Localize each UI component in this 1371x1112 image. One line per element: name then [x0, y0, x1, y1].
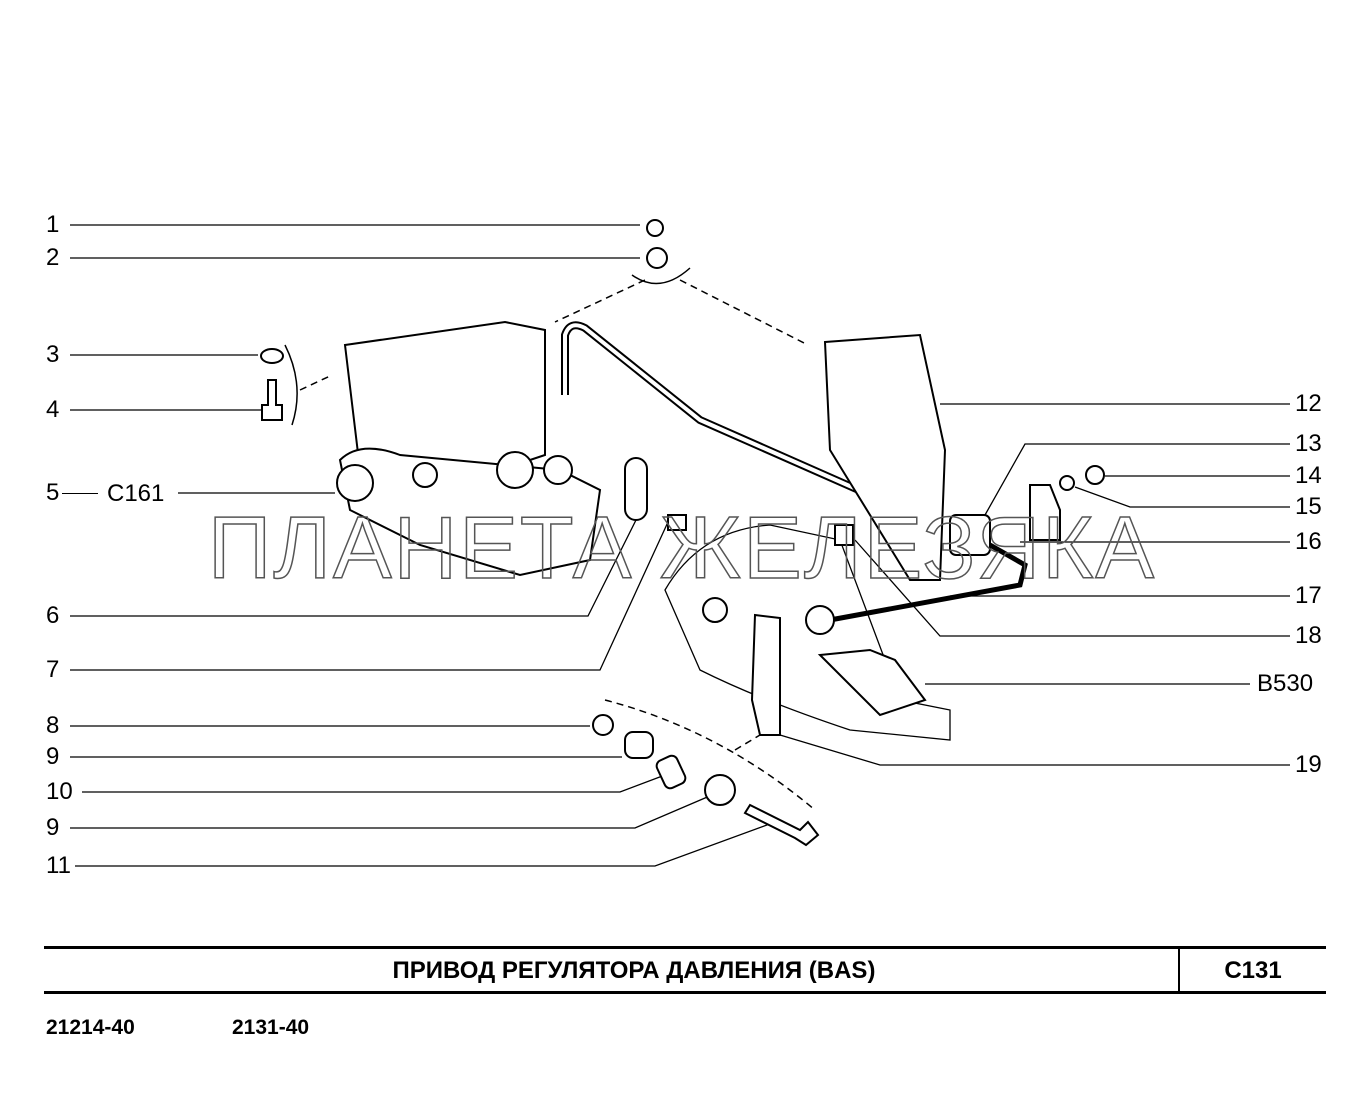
drawing-parts [260, 219, 1105, 847]
callout-7: 7 [46, 656, 60, 683]
bushing-9 [624, 731, 654, 759]
lever-19 [750, 613, 781, 736]
bracket-right-12 [823, 333, 947, 581]
callout-3: 3 [46, 341, 60, 368]
callout-16: 16 [1295, 528, 1322, 555]
rod-inner [563, 323, 871, 497]
callout-12: 12 [1295, 390, 1322, 417]
bolt-18 [834, 524, 854, 546]
callout-4: 4 [46, 396, 60, 423]
model-code-2: 2131-40 [232, 1016, 310, 1039]
watermark: ПЛАНЕТА ЖЕЛЕЗЯКА [208, 498, 1156, 597]
bolt-4 [261, 379, 283, 421]
callout-6: 6 [46, 602, 60, 629]
callout-15: 15 [1295, 493, 1322, 520]
callout-11: 11 [46, 852, 71, 879]
bolt-7 [667, 514, 687, 531]
callout-5-dash [62, 493, 98, 494]
bushing-9b [704, 774, 736, 806]
callout-9: 9 [46, 743, 60, 770]
page-code: C131 [1178, 949, 1326, 991]
washer-15 [1059, 475, 1075, 491]
callout-8: 8 [46, 712, 60, 739]
callout-5: 5 [46, 479, 60, 506]
callout-14: 14 [1295, 462, 1322, 489]
ref-c161: C161 [107, 480, 165, 507]
callout-9b: 9 [46, 814, 60, 841]
callout-13: 13 [1295, 430, 1322, 457]
regulator-5 [338, 447, 602, 577]
washer-1 [646, 219, 664, 237]
bushing-18a [805, 605, 835, 635]
rod-17 [829, 542, 1028, 623]
page-title: ПРИВОД РЕГУЛЯТОРА ДАВЛЕНИЯ (BAS) [392, 957, 876, 984]
link-6 [624, 457, 648, 521]
callout-b530: B530 [1257, 670, 1314, 697]
nut-14 [1085, 465, 1105, 485]
clamp-16 [1029, 484, 1061, 541]
title-block: ПРИВОД РЕГУЛЯТОРА ДАВЛЕНИЯ (BAS) C131 [44, 946, 1326, 994]
bushing-13 [949, 514, 991, 556]
callout-2: 2 [46, 244, 60, 271]
bracket-b530 [817, 648, 927, 717]
leader-lines [70, 224, 1290, 867]
callout-1: 1 [46, 211, 60, 238]
callout-19: 19 [1295, 751, 1322, 778]
nut-8 [592, 714, 614, 736]
washer-3 [260, 348, 284, 364]
dashed-arrows [284, 267, 816, 811]
callout-17: 17 [1295, 582, 1322, 609]
bolt-11 [743, 803, 820, 847]
model-code-1: 21214-40 [46, 1016, 135, 1039]
sleeve-10 [655, 754, 687, 790]
nut-2 [646, 247, 668, 269]
callout-10: 10 [46, 778, 73, 805]
callout-18: 18 [1295, 622, 1322, 649]
axle-housing [664, 524, 951, 741]
